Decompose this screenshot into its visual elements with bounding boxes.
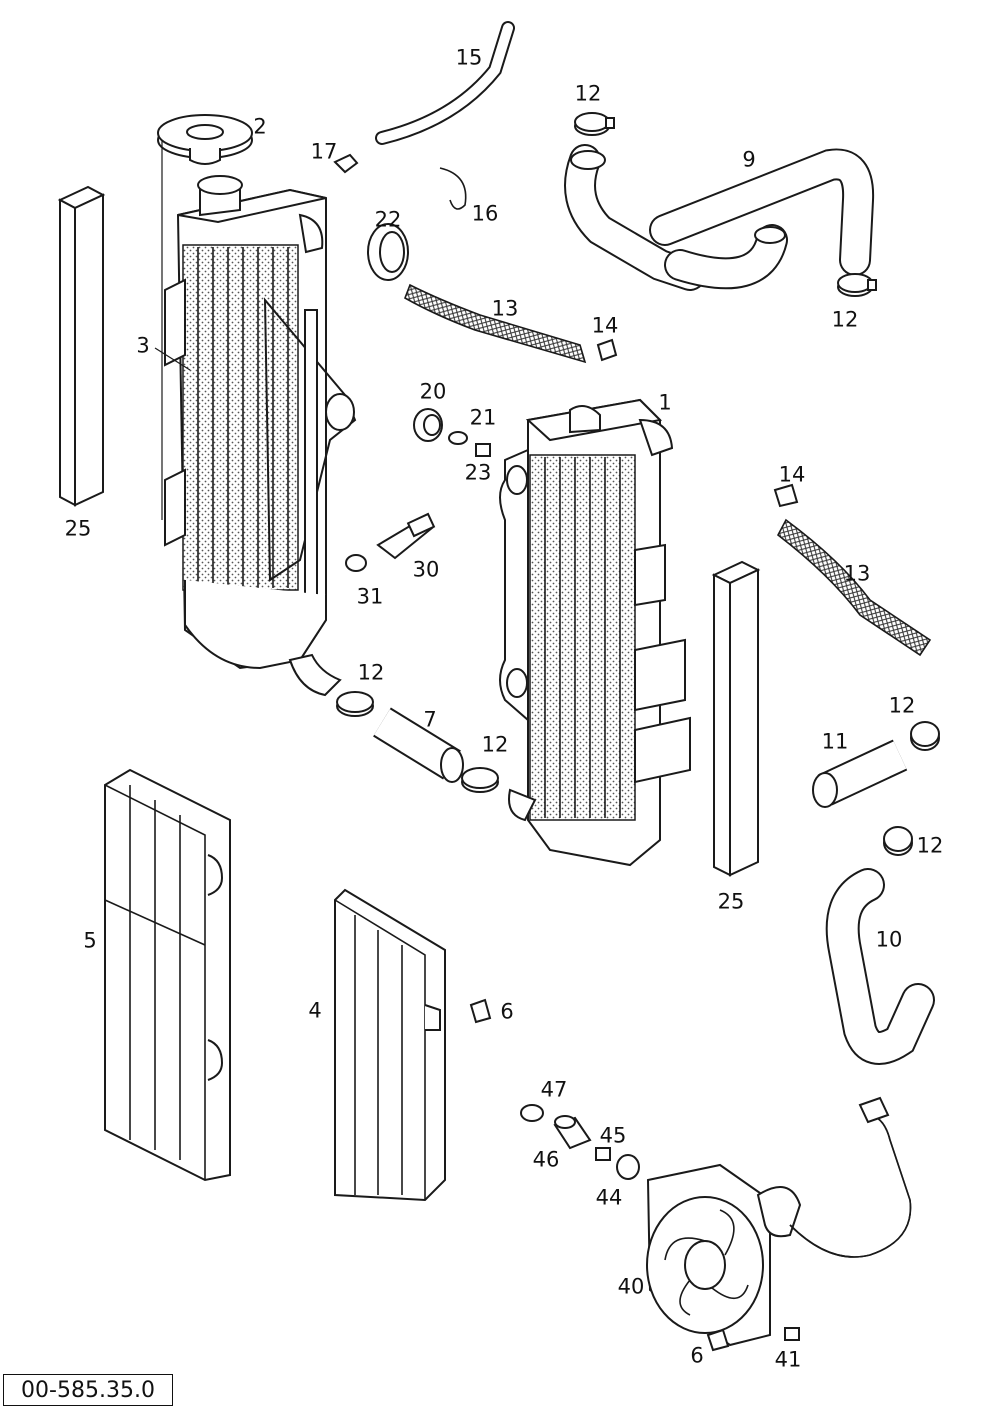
callout-47[interactable]: 47 [540,1077,568,1102]
grommet-20[interactable] [413,408,443,442]
callout-10[interactable]: 10 [875,927,903,952]
clip-14-upper[interactable] [596,338,618,362]
spacer-46[interactable] [553,1115,592,1150]
screw-23[interactable] [475,443,491,457]
callout-41[interactable]: 41 [774,1347,802,1372]
callout-5[interactable]: 5 [83,928,97,953]
radiator-louvre-5[interactable] [104,768,231,1182]
washer-21[interactable] [448,431,468,445]
seal-ring-31[interactable] [345,554,367,572]
callout-7[interactable]: 7 [423,707,437,732]
callout-40[interactable]: 40 [617,1274,645,1299]
air-guide-strip-left[interactable] [57,185,106,507]
hose-clamp-lower-right-top[interactable] [910,721,940,751]
callout-25[interactable]: 25 [64,516,92,541]
screw-45[interactable] [595,1147,611,1161]
washer-47[interactable] [520,1104,544,1122]
hose-clamp-upper-right[interactable] [837,273,877,297]
clip-nut-6-lower[interactable] [706,1328,730,1352]
fan-40[interactable] [646,1096,912,1347]
callout-4[interactable]: 4 [308,998,322,1023]
radiator-left[interactable] [154,175,357,697]
hose-15[interactable] [375,21,515,145]
callout-6[interactable]: 6 [690,1343,704,1368]
radiator-louvre-4[interactable] [334,888,446,1202]
seal-22[interactable] [367,223,409,281]
callout-13[interactable]: 13 [491,296,519,321]
hose-7[interactable] [373,707,464,783]
callout-11[interactable]: 11 [821,729,849,754]
callout-16[interactable]: 16 [471,201,499,226]
callout-13[interactable]: 13 [843,561,871,586]
clip-17[interactable] [333,153,359,174]
callout-14[interactable]: 14 [778,462,806,487]
callout-12[interactable]: 12 [357,660,385,685]
callout-25[interactable]: 25 [717,889,745,914]
hose-clamp-lower-right-bottom[interactable] [883,826,913,856]
callout-9[interactable]: 9 [742,147,756,172]
grommet-44[interactable] [616,1154,640,1180]
screw-41[interactable] [784,1327,800,1341]
braided-hose-right[interactable] [776,518,932,657]
callout-45[interactable]: 45 [599,1123,627,1148]
callout-30[interactable]: 30 [412,557,440,582]
hose-9[interactable] [564,144,875,291]
callout-44[interactable]: 44 [595,1185,623,1210]
callout-20[interactable]: 20 [419,379,447,404]
callout-15[interactable]: 15 [455,45,483,70]
callout-1[interactable]: 1 [658,390,672,415]
clip-nut-6-upper[interactable] [469,998,492,1024]
drawing-code-label: 00-585.35.0 [3,1374,173,1406]
callout-2[interactable]: 2 [253,114,267,139]
callout-12[interactable]: 12 [916,833,944,858]
clip-14-right[interactable] [773,483,799,508]
callout-3[interactable]: 3 [136,333,150,358]
callout-31[interactable]: 31 [356,584,384,609]
hose-clamp-upper-left[interactable] [574,112,615,136]
braided-hose-upper[interactable] [404,283,587,364]
callout-46[interactable]: 46 [532,1147,560,1172]
callout-6[interactable]: 6 [500,999,514,1024]
radiator-right[interactable] [499,398,691,867]
callout-23[interactable]: 23 [464,460,492,485]
thermo-switch-30[interactable] [376,512,436,560]
hose-clamp-lower-middle[interactable] [461,767,499,793]
callout-12[interactable]: 12 [574,81,602,106]
callout-21[interactable]: 21 [469,405,497,430]
callout-12[interactable]: 12 [481,732,509,757]
callout-17[interactable]: 17 [310,139,338,164]
hose-10[interactable] [825,868,935,1065]
callout-12[interactable]: 12 [888,693,916,718]
hose-clamp-lower-left[interactable] [336,691,374,717]
callout-12[interactable]: 12 [831,307,859,332]
clip-16[interactable] [439,167,467,210]
callout-22[interactable]: 22 [374,207,402,232]
radiator-cap[interactable] [157,114,253,520]
hose-11[interactable] [812,739,908,808]
callout-14[interactable]: 14 [591,313,619,338]
air-guide-strip-right[interactable] [711,560,761,877]
